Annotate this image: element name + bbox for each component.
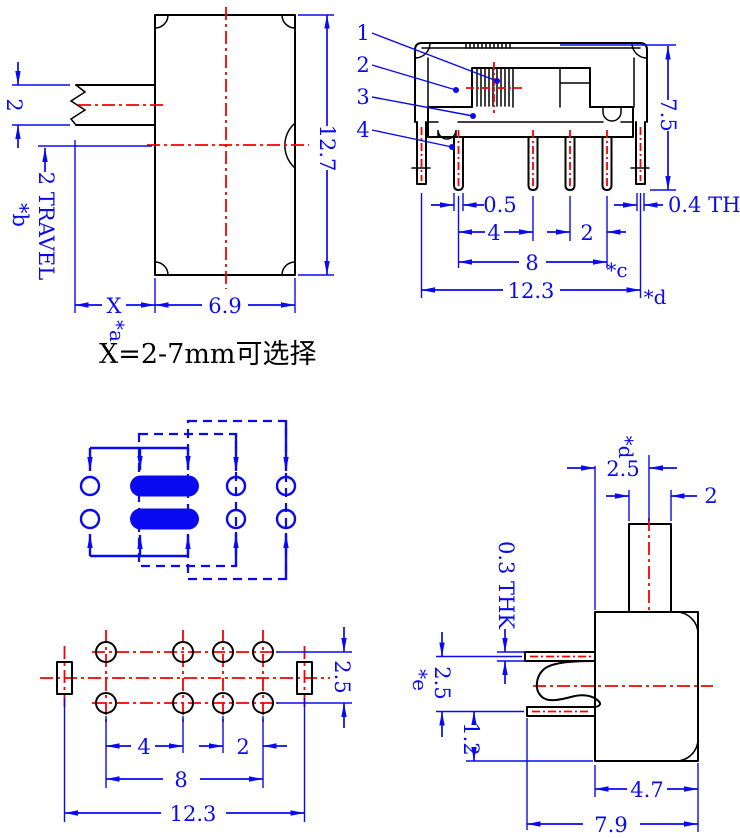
dim-row-pitch: 2.5 (330, 660, 354, 693)
dim-pitch-b: 2 (580, 221, 593, 245)
profile-view: *d 2.5 2 0.3 THK 2.5 *e 1.2 4.7 7 (408, 436, 718, 837)
note-e: *e (408, 669, 432, 691)
dim-pitch-b: 2 (236, 735, 249, 759)
slider-contact-pad (130, 508, 199, 530)
contact-schematic (79, 419, 297, 581)
dim-span: 8 (174, 768, 187, 792)
pin-holes (95, 641, 274, 714)
dim-pitch-a: 4 (487, 221, 500, 245)
callout-2: 2 (356, 53, 369, 77)
dim-pin-width: 0.5 (483, 193, 516, 217)
footprint-centerlines (40, 630, 330, 726)
dim-shaft-width: 2 (704, 484, 717, 508)
dim-pin-pitch: 2.5 (430, 666, 454, 699)
front-view: 1 2 3 4 0.5 0.4 THK 4 2 8 *c 12.3 *d (356, 21, 740, 309)
housing-inner-lines (427, 57, 635, 108)
terminal-slot-profile (535, 660, 601, 708)
corner-notch (281, 14, 296, 29)
callout-leaders (371, 32, 500, 150)
dim-total-width: 12.3 (508, 279, 555, 303)
dim-pitch-a: 4 (137, 735, 150, 759)
right-bracket (635, 121, 646, 185)
dim-body-width: 6.9 (208, 294, 241, 318)
callout-1: 1 (356, 21, 369, 45)
shaft-outline (628, 523, 672, 613)
note-a: *a (105, 320, 129, 342)
housing-outline (414, 42, 648, 123)
actuator-shaft (75, 84, 156, 126)
note-d: *d (644, 285, 667, 309)
extension-lines (436, 655, 524, 713)
dim-knob-height: 2 (2, 98, 26, 111)
lower-pin (526, 706, 596, 717)
body-outline (594, 611, 699, 762)
dim-pin-inset: 1.2 (459, 722, 483, 755)
callout-4: 4 (356, 118, 369, 142)
dim-x: X (107, 294, 122, 318)
dim-bracket-thickness: 0.4 THK (668, 193, 740, 217)
dim-height: 7.5 (656, 98, 680, 131)
terminal-pins (453, 130, 613, 191)
mount-slot (56, 661, 73, 695)
corner-notch (154, 14, 169, 29)
note-b: *b (8, 203, 32, 227)
extension-lines (276, 651, 352, 704)
switch-body-outline (154, 14, 296, 276)
corner-notch (154, 261, 169, 276)
dim-base-depth: 4.7 (630, 778, 663, 802)
dim-body-height: 12.7 (315, 125, 339, 172)
dim-travel: 2 TRAVEL (34, 172, 58, 280)
extension-lines (560, 44, 676, 191)
extension-lines (63, 698, 306, 822)
footprint-view: 2.5 4 2 8 12.3 (40, 627, 354, 826)
dim-total-depth: 7.9 (594, 813, 627, 837)
side-view: 2 2 TRAVEL *b X *a 6.9 12.7 X=2-7mm可选择 (2, 7, 339, 370)
mount-slot (296, 661, 313, 695)
extension-lines (12, 84, 70, 126)
dim-total-width: 12.3 (170, 802, 217, 826)
corner-notch (281, 261, 296, 276)
corner-notch (675, 611, 699, 762)
contact-circles (79, 475, 297, 530)
extension-lines (497, 651, 524, 662)
callout-3: 3 (356, 85, 369, 109)
extension-lines (420, 193, 642, 298)
dim-shaft-offset: 2.5 (606, 457, 639, 481)
extension-lines (628, 490, 672, 521)
slider-step (512, 67, 591, 108)
dim-pin-thickness: 0.3 THK (494, 541, 518, 629)
extension-lines (74, 140, 156, 313)
connection-lines (87, 421, 289, 579)
upper-pin (524, 651, 596, 662)
note-c: *c (606, 258, 627, 282)
slider-position-2 (186, 419, 288, 581)
option-note: X=2-7mm可选择 (99, 339, 317, 370)
note-d: *d (614, 436, 638, 459)
dim-span: 8 (525, 251, 538, 275)
extension-lines (636, 193, 645, 211)
left-bracket (416, 121, 427, 185)
knurl-serration (465, 42, 511, 49)
slider-contact-pad (130, 475, 199, 497)
extension-lines (453, 193, 464, 211)
plate-notches (437, 106, 622, 140)
